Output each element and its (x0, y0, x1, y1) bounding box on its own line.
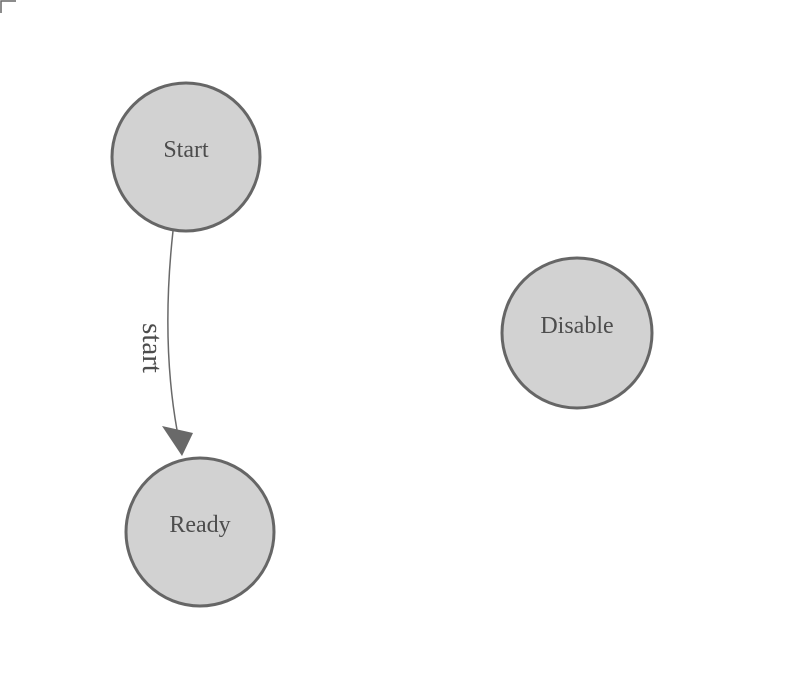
edge-path[interactable] (167, 230, 178, 431)
canvas-corner-mark (0, 0, 16, 13)
node-ready-label: Ready (169, 512, 230, 538)
node-start-label: Start (163, 137, 209, 163)
node-disable[interactable]: Disable (500, 256, 654, 410)
edge-arrowhead-icon (162, 426, 193, 456)
edge-label: start (136, 323, 168, 373)
node-disable-label: Disable (540, 313, 613, 339)
node-ready-circle[interactable] (124, 456, 276, 608)
node-ready[interactable]: Ready (124, 456, 276, 608)
node-start[interactable]: Start (110, 81, 262, 233)
node-start-circle[interactable] (110, 81, 262, 233)
edge-start-to-ready[interactable]: start (136, 230, 193, 456)
node-disable-circle[interactable] (500, 256, 654, 410)
